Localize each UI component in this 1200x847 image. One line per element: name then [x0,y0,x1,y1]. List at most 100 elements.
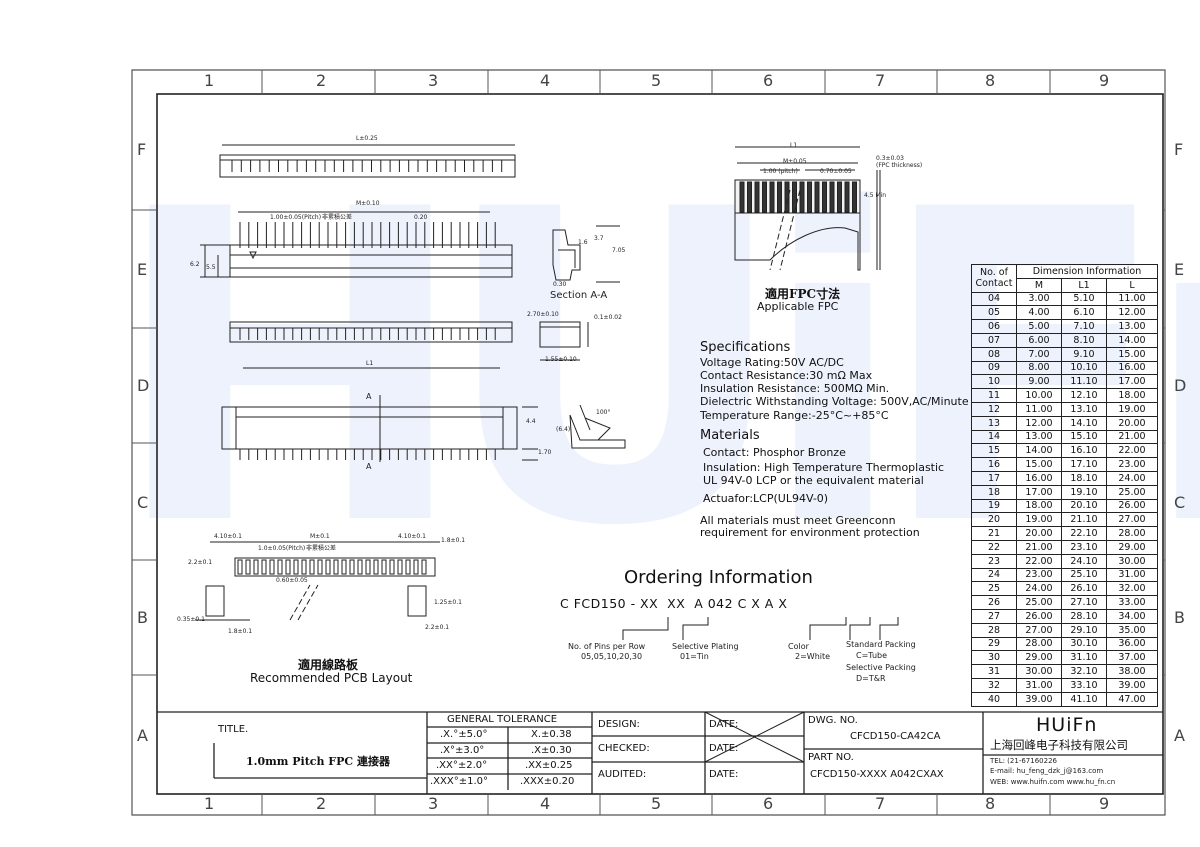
tolerance-angular: .XXX°±1.0° [430,776,489,787]
ordering-pins-values: 05,05,10,20,30 [581,652,643,661]
zone-row: E [137,260,148,279]
table-cell: 04 [971,291,1017,307]
table-cell: 5.10 [1061,291,1107,307]
table-cell: 7.00 [1016,346,1062,362]
table-cell: 17.00 [1106,374,1158,390]
tolerance-linear: X.±0.38 [531,729,572,740]
section-dim: 1.6 [578,239,588,246]
ordering-selective-packing-values: D=T&R [856,674,886,683]
pcb-pad [317,559,323,575]
pcb-dim: 2.2±0.1 [188,559,213,566]
spec-line: Insulation Resistance: 500MΩ Min. [700,382,890,395]
zone-row: A [137,726,148,745]
table-cell: 18.10 [1061,470,1107,486]
zone-row: D [1174,376,1187,395]
table-cell: 27.10 [1061,595,1107,610]
ordering-plating: Selective Plating [672,642,739,651]
dim-label-44: 4.4 [526,418,536,425]
zone-col: 1 [204,794,215,813]
table-cell: 9.00 [1016,374,1062,390]
pcb-pad [397,559,403,575]
table-cell: 10 [971,374,1017,390]
table-cell: 20.10 [1061,498,1107,514]
fpc-finger [844,181,850,213]
table-cell: 29 [971,636,1017,652]
fpc-length-label: 4.5 Min [864,192,887,199]
table-cell: 14.00 [1106,332,1158,348]
pcb-dim: 1.8±0.1 [441,537,466,544]
table-cell: 19.00 [1016,512,1062,528]
zone-col: 6 [763,71,774,90]
table-cell: 23.10 [1061,539,1107,555]
table-cell: 11.00 [1016,401,1062,417]
table-cell: 8.00 [1016,360,1062,376]
table-cell: 4.00 [1016,305,1062,321]
table-cell: 31.10 [1061,650,1107,666]
dimension-table-header-group: Dimension Information [1016,264,1158,279]
table-cell: 19 [971,498,1017,514]
section-dim: 3.7 [594,235,604,242]
fpc-finger [792,181,797,213]
dim-label-m: M±0.10 [356,200,380,207]
table-cell: 41.10 [1061,691,1107,707]
zone-col: 1 [204,71,215,90]
zone-col: 7 [875,794,886,813]
fpc-finger [829,181,835,213]
table-cell: 24.10 [1061,553,1107,569]
table-cell: 23.00 [1016,567,1062,583]
materials-heading: Materials [700,428,760,443]
fpc-width-label: 0.70±0.05 [820,168,852,175]
table-cell: 22.10 [1061,526,1107,541]
connector-top-view [219,144,516,178]
table-cell: 19.00 [1106,401,1158,417]
pcb-pad [381,559,387,575]
table-cell: 32 [971,677,1017,693]
table-cell: 16.10 [1061,443,1107,459]
table-cell: 29.00 [1016,650,1062,666]
pcb-pad [349,559,355,575]
material-note: All materials must meet Greenconn [700,514,896,527]
dim-label-55: 5.5 [206,264,216,271]
table-cell: 19.10 [1061,484,1107,500]
fpc-finger [747,181,752,213]
dim-label-pitch-note: 非累積公差 [322,214,353,221]
zone-col: 4 [540,71,551,90]
zone-row: C [1174,493,1186,512]
table-cell: 21.00 [1106,429,1158,445]
table-cell: 29.00 [1106,539,1158,555]
table-cell: 3.00 [1016,291,1062,307]
pcb-pad [285,559,291,575]
table-cell: 09 [971,360,1017,376]
fpc-finger [762,181,767,213]
section-marker-bottom: A [366,462,372,471]
table-cell: 20.00 [1016,526,1062,541]
fpc-finger [814,181,820,213]
table-cell: 25.00 [1016,595,1062,610]
dimension-table-col-l1: L1 [1061,277,1107,293]
table-cell: 30.10 [1061,636,1107,652]
table-cell: 5.00 [1016,319,1062,334]
table-cell: 29.10 [1061,622,1107,638]
specifications-heading: Specifications [700,340,791,355]
table-cell: 18.00 [1106,388,1158,403]
company-email: E-mail: hu_feng_dzk_j@163.com [990,767,1104,775]
inner-frame [156,93,1164,795]
zone-col: 5 [651,71,662,90]
table-cell: 17.10 [1061,457,1107,472]
ordering-pins: No. of Pins per Row [568,642,646,651]
table-cell: 30 [971,650,1017,666]
material-insulation-grade: UL 94V-0 LCP or the equivalent material [703,474,924,487]
table-cell: 12.10 [1061,388,1107,403]
table-cell: 18 [971,484,1017,500]
